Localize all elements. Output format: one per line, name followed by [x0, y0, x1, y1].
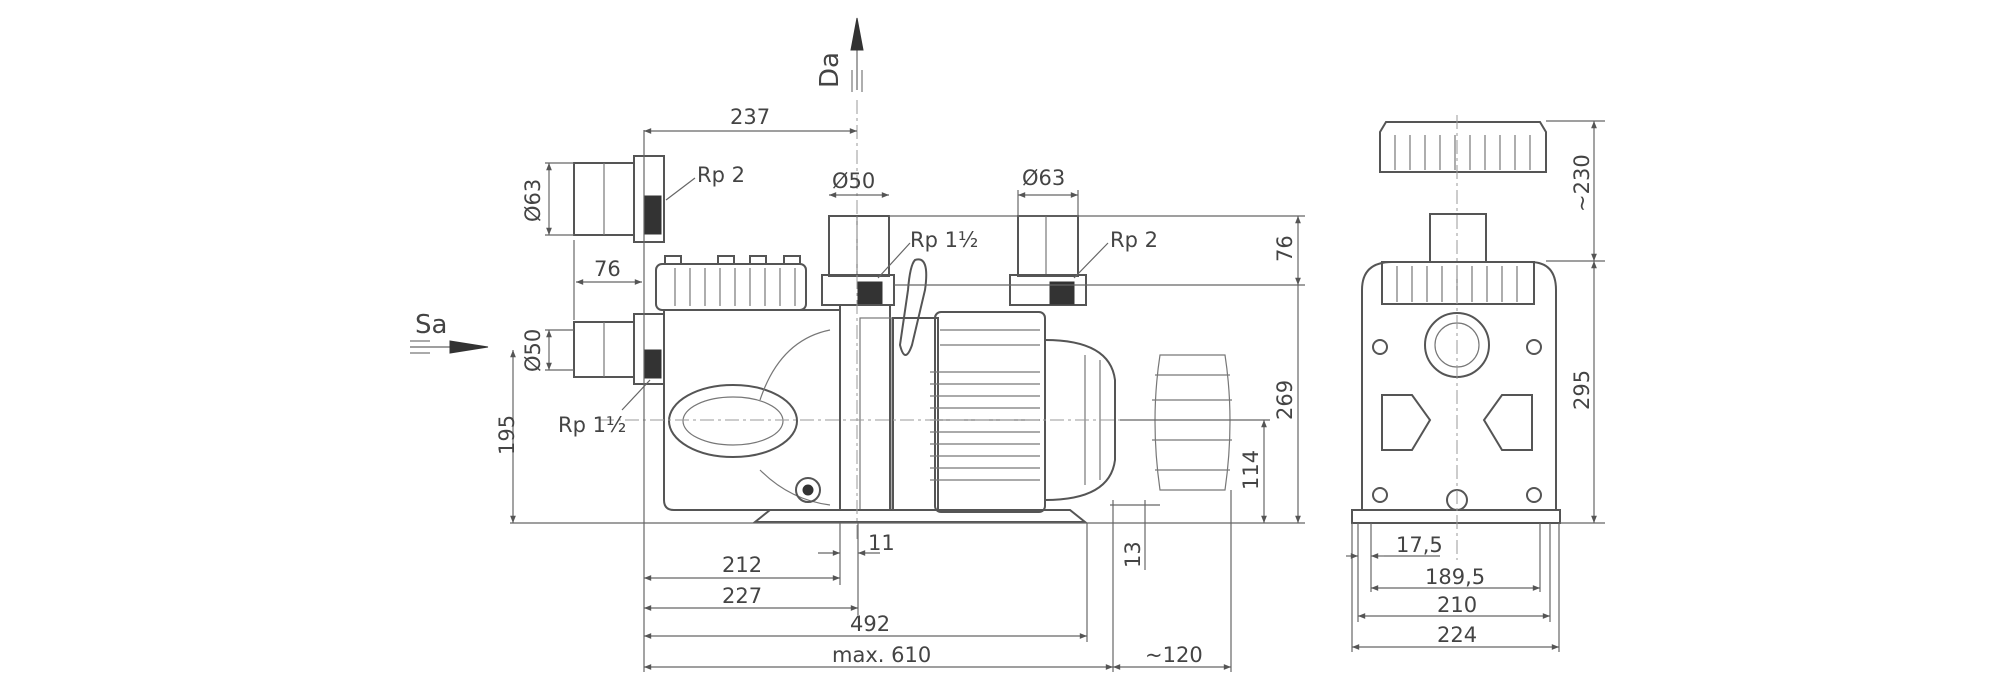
dim-11: 11	[868, 531, 895, 555]
outlet-stub	[1429, 213, 1487, 263]
discharge-label: Da	[815, 52, 845, 88]
foot-right	[1482, 394, 1533, 451]
dim-189-5: 189,5	[1425, 565, 1485, 589]
fitting-upper-left	[573, 155, 665, 243]
dim-17-5: 17,5	[1396, 533, 1443, 557]
strainer-window	[668, 384, 798, 458]
dim-269: 269	[1273, 380, 1297, 420]
side-view: Da Sa	[410, 17, 1305, 672]
suction-arrow-icon	[410, 340, 489, 354]
suction-label: Sa	[415, 310, 447, 340]
dim-76-vertical: 76	[1273, 235, 1297, 262]
label-rp2-right: Rp 2	[1110, 228, 1158, 252]
fitting-lower-left	[573, 313, 665, 385]
dim-d63-left: Ø63	[521, 179, 545, 222]
dim-227: 227	[722, 584, 762, 608]
dim-224: 224	[1437, 623, 1477, 647]
dim-d50-top: Ø50	[832, 169, 875, 193]
pump-volute	[839, 304, 891, 511]
dim-295: 295	[1570, 370, 1594, 410]
dim-d50-left: Ø50	[521, 329, 545, 372]
front-view: ~230 295 17,5 189,5 210 224	[1346, 115, 1605, 652]
dim-237: 237	[730, 105, 770, 129]
label-rp15-left: Rp 1½	[558, 413, 626, 437]
dim-195: 195	[495, 415, 519, 455]
handle	[898, 258, 928, 356]
dimension-lines	[510, 128, 1305, 672]
fitting-loose-right	[1009, 215, 1087, 306]
dim-76-horizontal: 76	[594, 257, 621, 281]
discharge-arrow-icon	[850, 17, 864, 92]
label-rp15-top: Rp 1½	[910, 228, 978, 252]
pump-front-body	[1361, 261, 1557, 511]
motor	[892, 311, 1116, 513]
dim-13: 13	[1121, 541, 1145, 568]
drain-plug	[795, 477, 821, 503]
fan-cover-removed	[1152, 354, 1232, 491]
dim-120: ~120	[1145, 643, 1203, 667]
dim-d63-right: Ø63	[1022, 166, 1065, 190]
dim-212: 212	[722, 553, 762, 577]
dim-max-610: max. 610	[832, 643, 931, 667]
strainer-lid	[655, 255, 807, 311]
strainer-lid-removed	[1379, 121, 1547, 173]
label-rp2-left: Rp 2	[697, 163, 745, 187]
dim-114: 114	[1239, 450, 1263, 490]
front-base	[1351, 509, 1561, 524]
foot-left	[1381, 394, 1432, 451]
dim-210: 210	[1437, 593, 1477, 617]
dim-492: 492	[850, 612, 890, 636]
front-dimension-lines	[1346, 120, 1605, 652]
base-plate	[752, 509, 1088, 523]
dim-230: ~230	[1570, 154, 1594, 212]
fitting-discharge	[821, 215, 895, 306]
